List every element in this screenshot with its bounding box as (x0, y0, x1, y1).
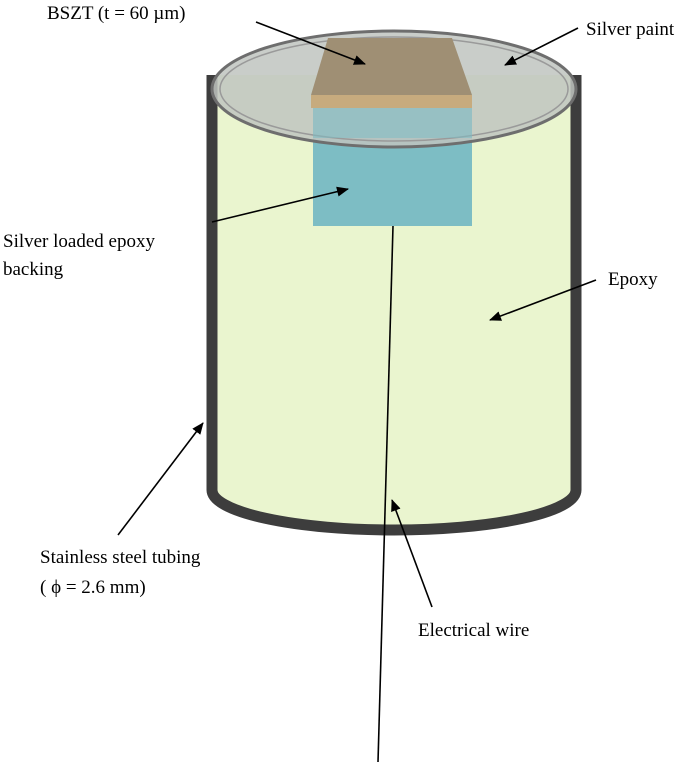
backing-under-paint (313, 108, 472, 138)
bszt-element-side (311, 95, 472, 108)
arrow-backing (211, 186, 349, 223)
electrical-wire (377, 225, 394, 763)
label-tubing-line2: ( ϕ = 2.6 mm) (40, 577, 146, 598)
label-backing-line1: Silver loaded epoxy (3, 231, 155, 252)
label-backing-line2: backing (3, 259, 64, 280)
label-bszt: BSZT (t = 60 µm) (47, 3, 185, 24)
arrow-wire (391, 499, 433, 608)
label-epoxy: Epoxy (608, 269, 658, 290)
arrow-silver-paint (504, 27, 579, 66)
silver-paint-rim (219, 36, 569, 142)
arrow-bszt (255, 21, 366, 65)
label-electrical-wire: Electrical wire (418, 620, 529, 641)
stainless-steel-tube-wall (206, 75, 582, 536)
label-silver-paint: Silver paint (586, 19, 675, 40)
epoxy-body (212, 75, 576, 530)
label-tubing-line1: Stainless steel tubing (40, 547, 201, 568)
arrow-epoxy (489, 279, 597, 321)
arrow-tubing (117, 422, 204, 536)
bszt-element-top (311, 38, 472, 95)
